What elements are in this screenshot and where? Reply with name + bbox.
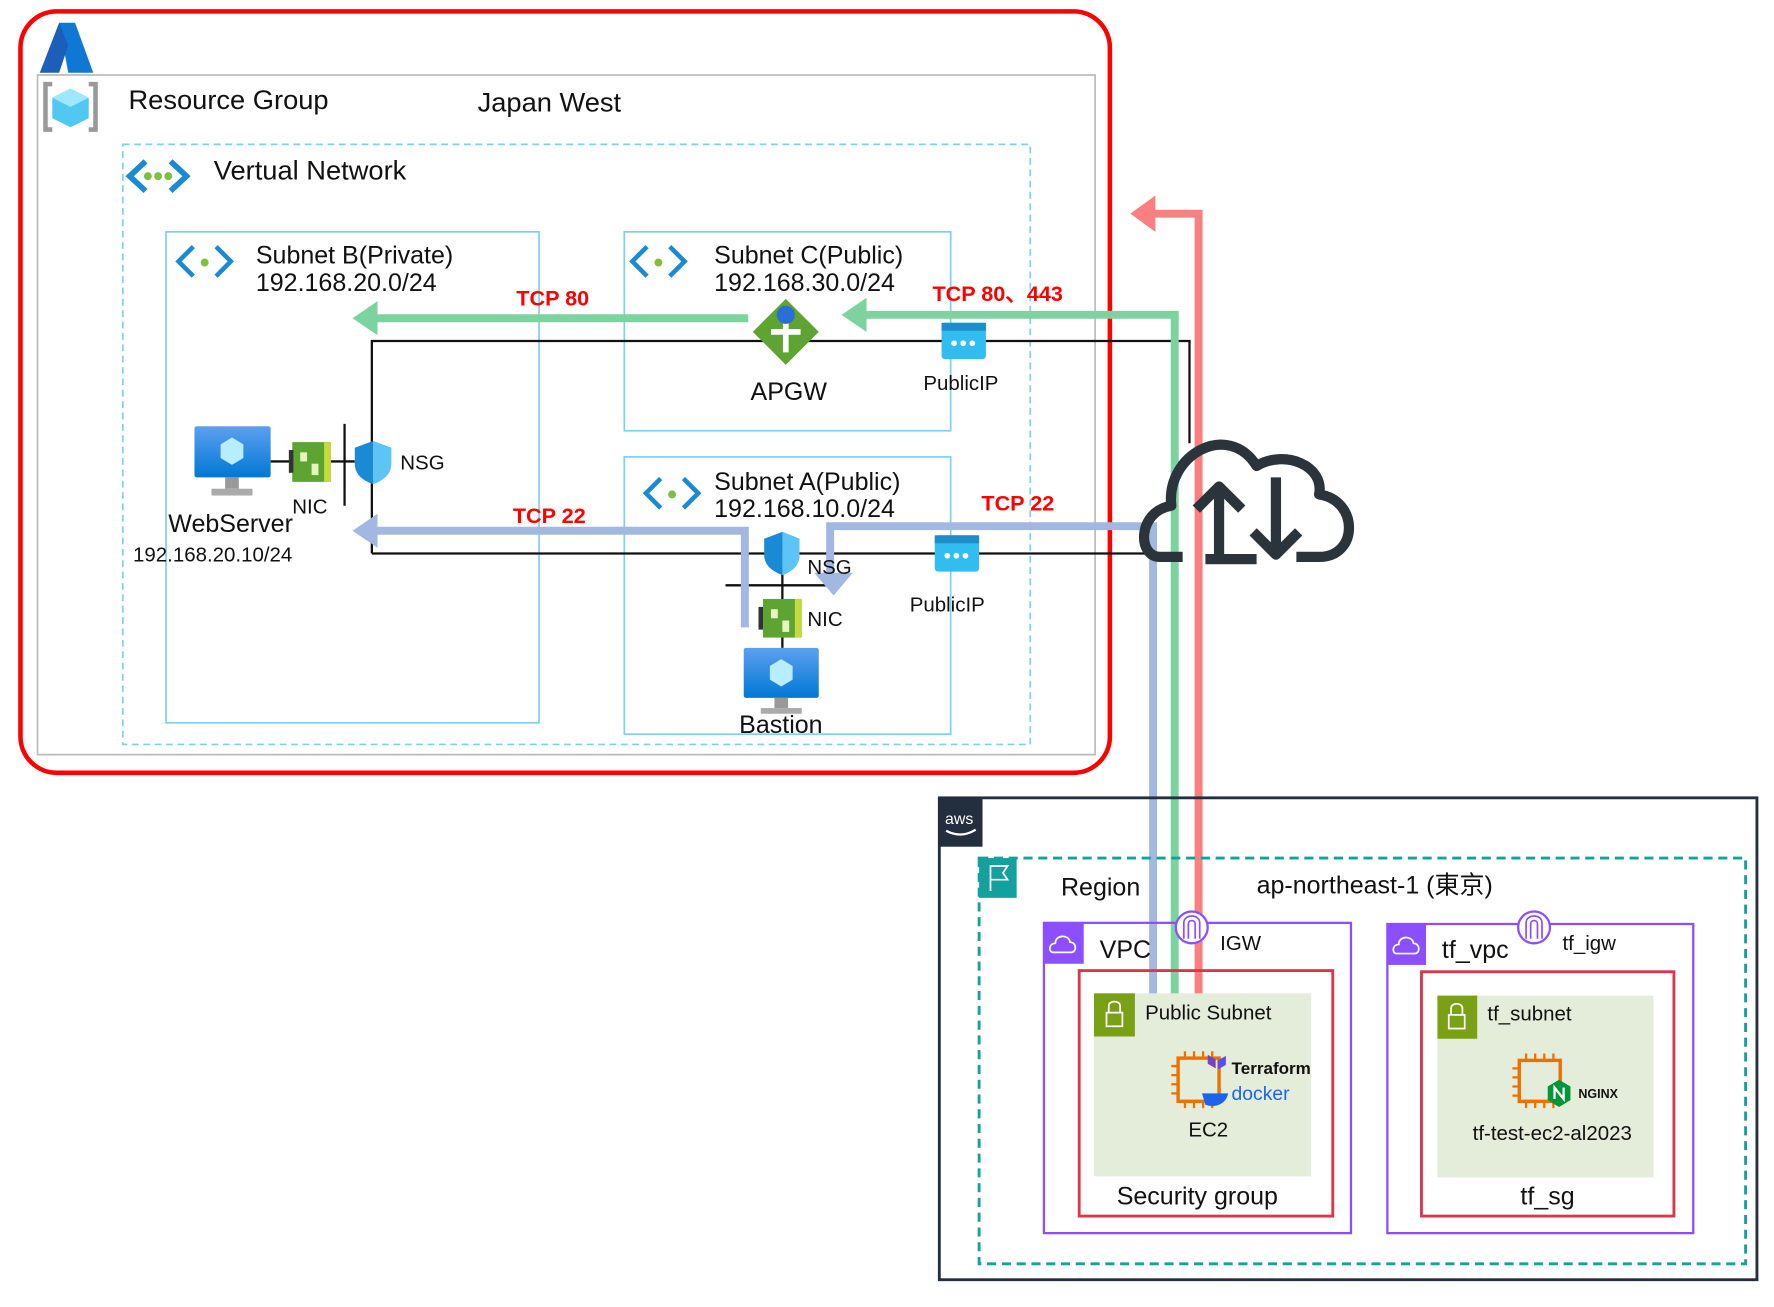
vpc-2: tf_vpc tf_igw tf_subnet NGINX tf-test-ec…	[1386, 910, 1695, 1235]
apgw-label: APGW	[751, 378, 828, 406]
bastion-label: Bastion	[739, 711, 822, 739]
subnet-b-name: Subnet B(Private)	[256, 242, 453, 270]
bastion-nic-label: NIC	[807, 608, 842, 631]
resource-group-icon	[43, 81, 98, 132]
subnet-c-cidr: 192.168.30.0/24	[714, 269, 895, 297]
vm-monitor-icon	[194, 426, 271, 496]
ec2-chip-icon	[1171, 1051, 1221, 1109]
subnet-a: Subnet A(Public) 192.168.10.0/24	[623, 456, 952, 736]
azure-region-label: Japan West	[478, 86, 622, 117]
vpc1-igw-label: IGW	[1220, 932, 1262, 955]
ssh-flow-arrow	[352, 513, 1158, 1046]
security-group-box	[1420, 970, 1676, 1218]
vpc1-sg-label: Security group	[1117, 1183, 1278, 1211]
azure-boundary	[18, 9, 1113, 776]
subnet-icon	[642, 476, 702, 510]
app-gateway-icon	[752, 298, 819, 365]
region-flag-icon	[979, 858, 1017, 898]
subnet-c-name: Subnet C(Public)	[714, 242, 903, 270]
aws-region-label: Region	[1061, 874, 1140, 902]
aws-logo-text: aws	[945, 811, 973, 828]
vnet-box	[121, 143, 1032, 746]
subnet-lock-icon	[1093, 993, 1135, 1037]
igw-icon	[1516, 910, 1552, 945]
http-flow-arrow	[352, 297, 1179, 1046]
aws-logo-icon: aws	[939, 797, 983, 847]
resource-group-box	[36, 74, 1096, 756]
vpc-icon	[1387, 923, 1427, 965]
internet-cloud-icon	[1138, 439, 1355, 565]
security-group-box	[1077, 969, 1335, 1218]
subnet-lock-icon	[1437, 995, 1478, 1039]
tcp80-label: TCP 80	[516, 286, 589, 311]
vpc2-subnet-label: tf_subnet	[1487, 1003, 1571, 1026]
region-box	[977, 856, 1747, 1266]
nginx-label: NGINX	[1578, 1087, 1618, 1101]
nsg-shield-icon	[764, 531, 800, 576]
webserver-ip: 192.168.20.10/24	[133, 543, 292, 566]
subnet-c: Subnet C(Public) 192.168.30.0/24	[623, 230, 952, 432]
subnet-b-cidr: 192.168.20.0/24	[256, 269, 437, 297]
nic-icon	[758, 598, 802, 638]
subnet-icon	[175, 245, 235, 278]
webserver-nsg-label: NSG	[400, 451, 444, 474]
nic-icon	[288, 442, 331, 482]
subnet-icon	[629, 245, 688, 278]
publicip-a-label: PublicIP	[910, 593, 985, 616]
outbound-flow-arrow	[1130, 195, 1203, 1046]
subnet-b: Subnet B(Private) 192.168.20.0/24	[165, 230, 540, 724]
subnet-a-name: Subnet A(Public)	[714, 468, 900, 496]
vpc1-instance-label: EC2	[1188, 1119, 1228, 1142]
bastion-nsg-label: NSG	[807, 556, 851, 579]
public-ip-icon	[934, 535, 980, 572]
aws-region-name: ap-northeast-1 (東京)	[1257, 871, 1493, 899]
vnet-label: Vertual Network	[214, 155, 407, 186]
vpc-1: VPC IGW Public Subnet Terraform docker E…	[1042, 910, 1353, 1235]
vm-monitor-icon	[743, 647, 819, 714]
vpc2-igw-label: tf_igw	[1562, 932, 1616, 955]
vnet-icon	[125, 159, 191, 194]
terraform-label: Terraform	[1232, 1059, 1311, 1078]
vpc1-subnet-label: Public Subnet	[1145, 1001, 1272, 1024]
aws-cloud-box	[937, 796, 1759, 1282]
tcp22-internal-label: TCP 22	[513, 503, 586, 528]
tcp22-external-label: TCP 22	[981, 490, 1054, 515]
resource-group-label: Resource Group	[129, 84, 329, 115]
nsg-shield-icon	[354, 440, 392, 485]
vpc-icon	[1043, 922, 1084, 964]
azure-logo-icon	[39, 22, 94, 73]
vpc2-instance-label: tf-test-ec2-al2023	[1473, 1122, 1632, 1145]
subnet-a-cidr: 192.168.10.0/24	[714, 495, 895, 523]
docker-icon	[1201, 1093, 1229, 1106]
webserver-label: WebServer	[168, 510, 293, 538]
publicip-c-label: PublicIP	[923, 372, 998, 395]
public-ip-icon	[941, 322, 986, 360]
nginx-icon	[1547, 1079, 1571, 1107]
igw-icon	[1174, 910, 1209, 945]
docker-label: docker	[1232, 1084, 1291, 1105]
webserver-nic-label: NIC	[292, 496, 327, 519]
vpc1-name: VPC	[1100, 936, 1151, 964]
vpc2-name: tf_vpc	[1442, 936, 1509, 964]
tcp80-443-label: TCP 80、443	[932, 281, 1062, 306]
vpc2-sg-label: tf_sg	[1520, 1183, 1574, 1211]
